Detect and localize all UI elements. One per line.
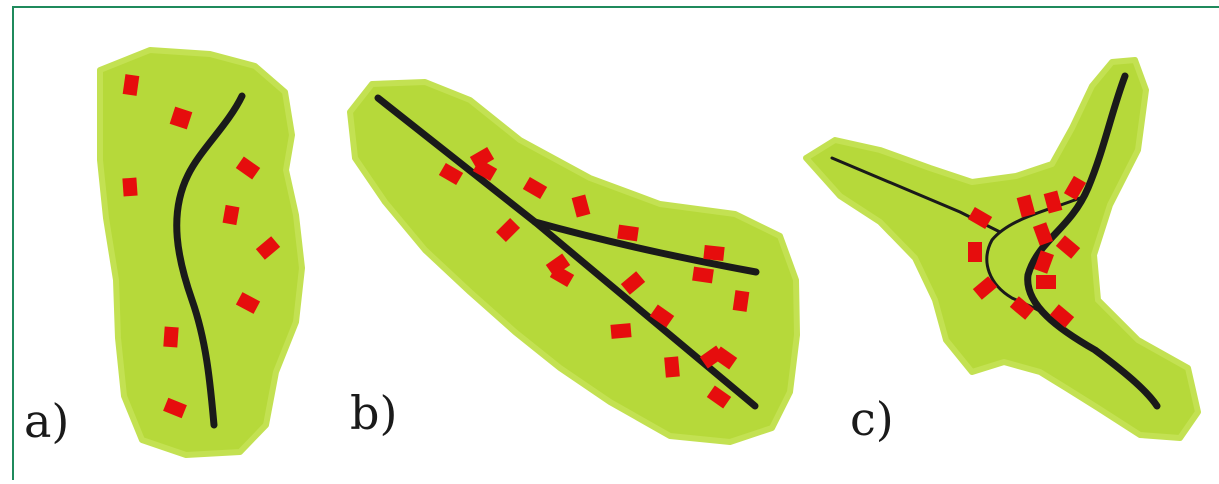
panel-a-land xyxy=(97,47,305,458)
building xyxy=(571,194,591,218)
figure-frame xyxy=(12,6,1219,480)
building xyxy=(712,346,738,370)
building xyxy=(255,236,281,260)
building xyxy=(617,224,639,242)
building xyxy=(703,244,725,262)
building xyxy=(472,158,498,182)
panel-a-buildings xyxy=(122,74,281,419)
building xyxy=(163,326,179,348)
building xyxy=(122,74,140,96)
building xyxy=(438,162,464,186)
building xyxy=(1055,235,1081,259)
building xyxy=(522,176,548,200)
building xyxy=(235,292,261,314)
panel-b xyxy=(347,79,800,445)
panel-c-main-road xyxy=(1024,72,1161,410)
building xyxy=(732,290,750,312)
building xyxy=(235,156,261,180)
building xyxy=(549,264,575,288)
building xyxy=(163,397,187,419)
panel-b-branch-road xyxy=(531,218,760,276)
building xyxy=(545,253,571,277)
building xyxy=(495,217,521,243)
building xyxy=(1009,296,1035,320)
panel-c-label: c) xyxy=(850,392,894,446)
panel-c-buildings xyxy=(967,175,1087,328)
building xyxy=(469,146,495,170)
building xyxy=(1034,250,1054,274)
building xyxy=(222,204,240,226)
building xyxy=(122,177,138,197)
building xyxy=(1016,194,1036,218)
building xyxy=(692,266,714,284)
building xyxy=(1063,175,1087,201)
building xyxy=(169,106,193,130)
building xyxy=(972,276,998,300)
building xyxy=(610,323,632,339)
building xyxy=(620,271,646,295)
panel-c xyxy=(803,57,1201,441)
panel-b-label: b) xyxy=(350,386,398,440)
building xyxy=(1036,275,1056,289)
panel-a-label: a) xyxy=(24,394,70,448)
building xyxy=(706,385,732,409)
building xyxy=(1033,222,1053,246)
building xyxy=(1049,304,1075,328)
building xyxy=(968,242,982,262)
panel-a xyxy=(97,47,305,458)
building xyxy=(967,206,993,230)
building xyxy=(649,304,675,328)
panel-b-buildings xyxy=(438,146,750,409)
building xyxy=(1043,190,1063,214)
building xyxy=(664,356,680,378)
panel-a-road xyxy=(173,92,246,429)
